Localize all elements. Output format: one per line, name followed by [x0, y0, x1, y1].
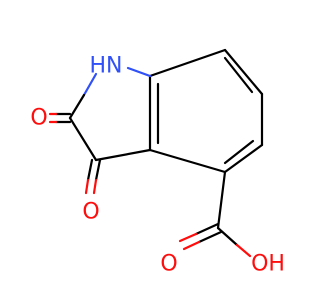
atom-label-oh: OH	[251, 252, 285, 277]
atom-label-o-acid: O	[160, 252, 177, 277]
bond-c3-o-left	[84, 178, 90, 195]
bond-c3-o-right	[92, 178, 98, 195]
atom-label-o-left: O	[30, 106, 47, 131]
bond-n1-c2	[82, 72, 98, 97]
bond-c7a-c7	[148, 48, 227, 78]
atom-label-o-bottom: O	[82, 200, 99, 225]
bond-c3-o-left-black	[86, 158, 94, 182]
atom-label-nh: HN	[90, 54, 123, 79]
bond-cooh-oh-black	[216, 226, 239, 247]
bond-cooh-oh	[235, 243, 252, 258]
bond-cooh-o-upper	[178, 232, 198, 243]
bond-c7a-n1	[126, 66, 152, 78]
bond-inner-c5-c4	[223, 139, 255, 165]
bond-c2-c3	[68, 116, 98, 162]
bond-c7-c6	[223, 48, 264, 96]
bond-c3-o-right-black	[94, 158, 102, 182]
bond-c5-c4	[223, 143, 264, 174]
bond-cooh-o-upper-black	[194, 222, 220, 236]
isatin-4-carboxylic-acid-structure: HN O O O OH	[30, 48, 285, 277]
bond-n1-c2-black	[68, 93, 86, 120]
bond-inner-c7-c6	[223, 56, 254, 94]
bond-c3-c3a	[94, 148, 152, 162]
bond-c4-c3a	[148, 148, 227, 174]
bond-c4-ccooh	[216, 170, 227, 230]
bond-cooh-o-lower	[182, 240, 201, 251]
bond-cooh-o-lower-black	[197, 230, 223, 244]
